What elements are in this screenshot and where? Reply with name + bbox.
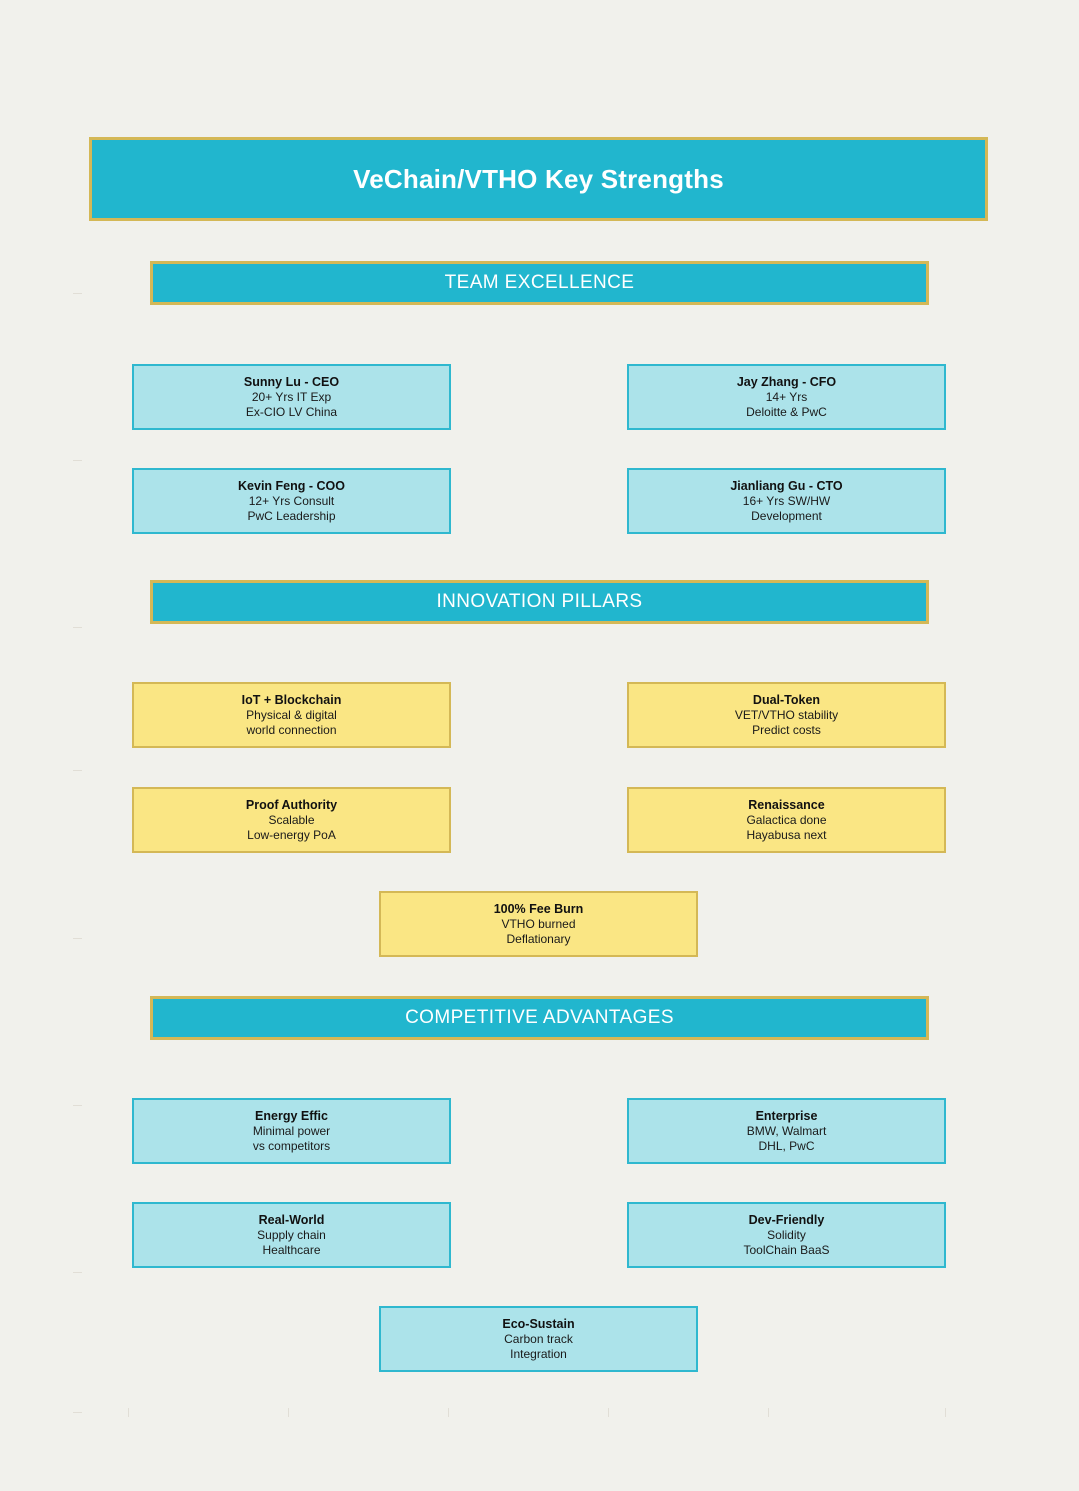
card-line-2: Deflationary	[506, 932, 571, 946]
card-renaissance: Renaissance Galactica done Hayabusa next	[627, 787, 946, 853]
card-line-1: Galactica done	[746, 813, 827, 827]
card-line-2: Integration	[510, 1347, 567, 1361]
card-title: Jianliang Gu - CTO	[730, 479, 843, 493]
section-header-label: TEAM EXCELLENCE	[444, 272, 635, 293]
card-title: 100% Fee Burn	[493, 902, 584, 916]
card-line-2: Ex-CIO LV China	[245, 405, 338, 419]
section-header-innovation-pillars: INNOVATION PILLARS	[150, 580, 929, 624]
card-title: IoT + Blockchain	[241, 693, 342, 707]
axis-tick-left	[73, 627, 82, 628]
card-line-1: BMW, Walmart	[746, 1124, 827, 1138]
page-title: VeChain/VTHO Key Strengths	[353, 163, 724, 194]
axis-tick-left	[73, 1412, 82, 1413]
card-title: Kevin Feng - COO	[238, 479, 345, 493]
card-jianliang-gu: Jianliang Gu - CTO 16+ Yrs SW/HW Develop…	[627, 468, 946, 534]
card-line-2: ToolChain BaaS	[743, 1243, 830, 1257]
card-title: Dev-Friendly	[748, 1213, 825, 1227]
section-header-label: INNOVATION PILLARS	[436, 591, 643, 612]
axis-tick-bottom	[288, 1408, 289, 1417]
axis-tick-left	[73, 938, 82, 939]
card-line-2: Hayabusa next	[746, 828, 827, 842]
card-title: Dual-Token	[752, 693, 821, 707]
card-line-2: Healthcare	[262, 1243, 321, 1257]
card-kevin-feng: Kevin Feng - COO 12+ Yrs Consult PwC Lea…	[132, 468, 451, 534]
card-line-1: Scalable	[268, 813, 315, 827]
card-eco-sustain: Eco-Sustain Carbon track Integration	[379, 1306, 698, 1372]
card-line-1: Solidity	[767, 1228, 806, 1242]
card-line-2: vs competitors	[252, 1139, 331, 1153]
card-line-1: VTHO burned	[501, 917, 576, 931]
card-title: Energy Effic	[255, 1109, 328, 1123]
card-line-1: 20+ Yrs IT Exp	[251, 390, 332, 404]
axis-tick-bottom	[128, 1408, 129, 1417]
card-proof-authority: Proof Authority Scalable Low-energy PoA	[132, 787, 451, 853]
card-line-2: world connection	[246, 723, 337, 737]
card-line-2: Development	[751, 509, 822, 523]
section-header-team-excellence: TEAM EXCELLENCE	[150, 261, 929, 305]
page-title-banner: VeChain/VTHO Key Strengths	[89, 137, 988, 221]
axis-tick-left	[73, 1105, 82, 1106]
card-jay-zhang: Jay Zhang - CFO 14+ Yrs Deloitte & PwC	[627, 364, 946, 430]
section-header-label: COMPETITIVE ADVANTAGES	[405, 1007, 674, 1028]
card-line-1: Carbon track	[504, 1332, 573, 1346]
card-dev-friendly: Dev-Friendly Solidity ToolChain BaaS	[627, 1202, 946, 1268]
axis-tick-left	[73, 293, 82, 294]
axis-tick-bottom	[448, 1408, 449, 1417]
card-title: Real-World	[258, 1213, 325, 1227]
card-line-1: Supply chain	[257, 1228, 326, 1242]
card-real-world: Real-World Supply chain Healthcare	[132, 1202, 451, 1268]
card-energy-effic: Energy Effic Minimal power vs competitor…	[132, 1098, 451, 1164]
card-dual-token: Dual-Token VET/VTHO stability Predict co…	[627, 682, 946, 748]
axis-tick-left	[73, 770, 82, 771]
axis-tick-bottom	[768, 1408, 769, 1417]
card-line-1: Physical & digital	[246, 708, 337, 722]
card-line-1: 14+ Yrs	[765, 390, 808, 404]
card-line-1: 16+ Yrs SW/HW	[742, 494, 831, 508]
card-line-2: Predict costs	[752, 723, 821, 737]
card-title: Jay Zhang - CFO	[736, 375, 837, 389]
card-line-2: Low-energy PoA	[247, 828, 336, 842]
card-title: Sunny Lu - CEO	[243, 375, 340, 389]
axis-tick-bottom	[945, 1408, 946, 1417]
card-fee-burn: 100% Fee Burn VTHO burned Deflationary	[379, 891, 698, 957]
card-line-1: VET/VTHO stability	[734, 708, 839, 722]
card-title: Renaissance	[748, 798, 825, 812]
card-title: Enterprise	[755, 1109, 818, 1123]
card-sunny-lu: Sunny Lu - CEO 20+ Yrs IT Exp Ex-CIO LV …	[132, 364, 451, 430]
card-enterprise: Enterprise BMW, Walmart DHL, PwC	[627, 1098, 946, 1164]
card-line-2: PwC Leadership	[247, 509, 336, 523]
axis-tick-left	[73, 1272, 82, 1273]
card-line-1: Minimal power	[252, 1124, 331, 1138]
card-title: Proof Authority	[245, 798, 338, 812]
axis-tick-left	[73, 460, 82, 461]
card-line-2: DHL, PwC	[758, 1139, 815, 1153]
card-line-1: 12+ Yrs Consult	[248, 494, 335, 508]
section-header-competitive-advantages: COMPETITIVE ADVANTAGES	[150, 996, 929, 1040]
card-iot-blockchain: IoT + Blockchain Physical & digital worl…	[132, 682, 451, 748]
axis-tick-bottom	[608, 1408, 609, 1417]
card-line-2: Deloitte & PwC	[746, 405, 827, 419]
card-title: Eco-Sustain	[502, 1317, 575, 1331]
